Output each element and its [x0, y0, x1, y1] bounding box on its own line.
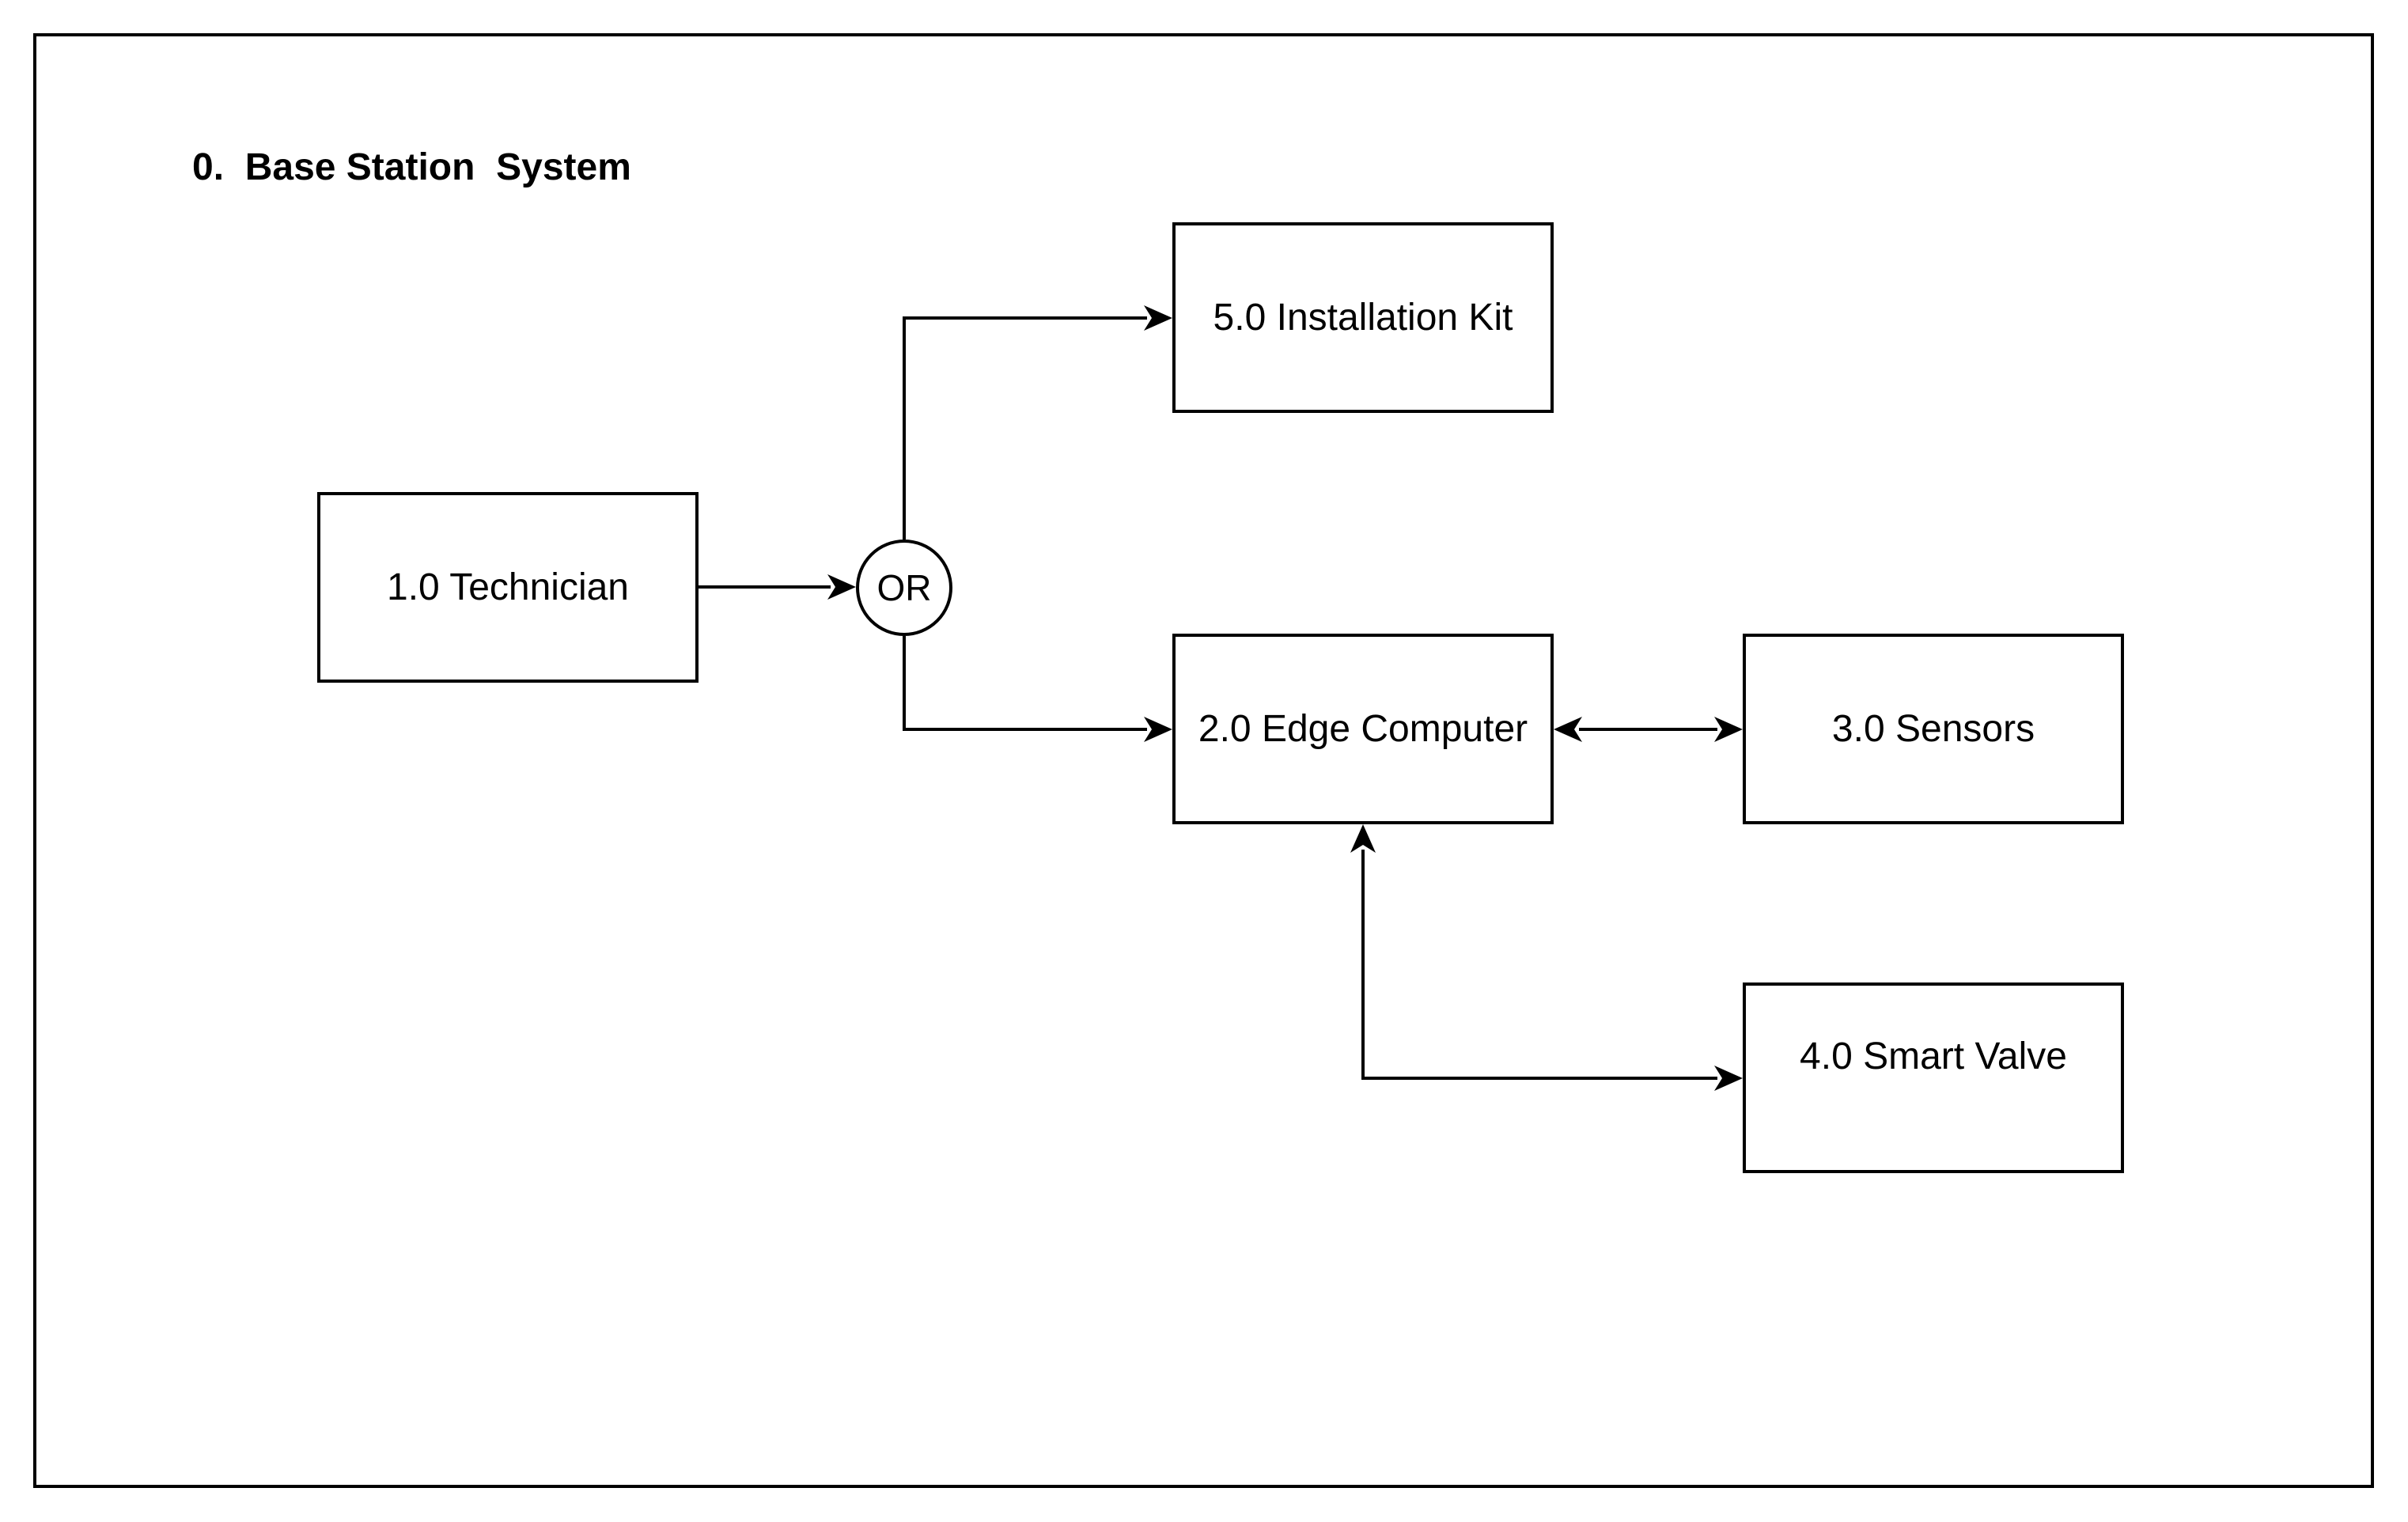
edge-or-to-edge-computer — [903, 636, 1172, 742]
diagram-title: 0. Base Station System — [192, 146, 631, 188]
edge-edge-computer-to-smart-valve — [1350, 824, 1743, 1091]
node-smart-valve[interactable]: 4.0 Smart Valve — [1743, 982, 2124, 1173]
arrowhead-icon — [1714, 1066, 1743, 1091]
arrowhead-icon — [1350, 824, 1376, 853]
node-smart-valve-label: 4.0 Smart Valve — [1800, 1035, 2067, 1077]
edge-or-to-installation-kit — [903, 305, 1172, 540]
node-sensors-label: 3.0 Sensors — [1831, 708, 2035, 750]
edge-technician-to-or — [699, 574, 856, 600]
arrowhead-icon — [1554, 717, 1582, 742]
arrowhead-icon — [1144, 305, 1172, 331]
arrowhead-icon — [1144, 717, 1172, 742]
arrowhead-icon — [827, 574, 856, 600]
arrowhead-icon — [1714, 717, 1743, 742]
node-sensors[interactable]: 3.0 Sensors — [1743, 634, 2124, 824]
node-installation-kit[interactable]: 5.0 Installation Kit — [1172, 222, 1554, 413]
node-edge-computer[interactable]: 2.0 Edge Computer — [1172, 634, 1554, 824]
node-or-gate[interactable]: OR — [856, 540, 952, 636]
node-technician-label: 1.0 Technician — [387, 566, 629, 608]
edge-edge-computer-to-sensors — [1554, 717, 1743, 742]
node-edge-computer-label: 2.0 Edge Computer — [1198, 708, 1528, 750]
node-or-gate-label: OR — [876, 567, 932, 608]
node-technician[interactable]: 1.0 Technician — [317, 492, 699, 683]
diagram-frame — [33, 33, 2374, 1488]
node-installation-kit-label: 5.0 Installation Kit — [1213, 297, 1513, 339]
